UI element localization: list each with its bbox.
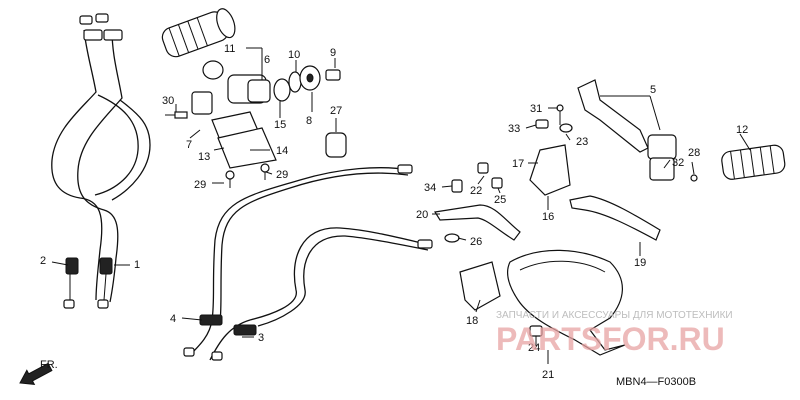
callout-20: 20 — [416, 209, 428, 221]
callout-25: 25 — [494, 194, 506, 206]
callout-18: 18 — [466, 315, 478, 327]
callout-15: 15 — [274, 119, 286, 131]
callout-17: 17 — [512, 158, 524, 170]
watermark-caption: ЗАПЧАСТИ И АКСЕССУАРЫ ДЛЯ МОТОТЕХНИКИ — [496, 310, 733, 321]
callout-13: 13 — [198, 151, 210, 163]
callout-29-left: 29 — [194, 179, 206, 191]
callout-12: 12 — [736, 124, 748, 136]
watermark: ЗАПЧАСТИ И АКСЕССУАРЫ ДЛЯ МОТОТЕХНИКИ PA… — [496, 310, 733, 357]
callout-23: 23 — [576, 136, 588, 148]
diagram-code: MBN4—F0300B — [616, 376, 696, 388]
callout-30: 30 — [162, 95, 174, 107]
callout-7: 7 — [186, 139, 192, 151]
callout-31: 31 — [530, 103, 542, 115]
front-label: FR. — [40, 359, 58, 371]
clutch-lever-assembly — [434, 104, 573, 243]
callout-34: 34 — [424, 182, 436, 194]
watermark-brand: PARTSFOR.RU — [496, 321, 725, 357]
front-arrow-icon — [19, 362, 53, 386]
callout-16: 16 — [542, 211, 554, 223]
callout-22: 22 — [470, 185, 482, 197]
callout-27: 27 — [330, 105, 342, 117]
callout-33: 33 — [508, 123, 520, 135]
throttle-cables — [51, 13, 151, 309]
callout-3: 3 — [258, 332, 264, 344]
callout-6: 6 — [264, 54, 270, 66]
callout-8: 8 — [306, 115, 312, 127]
callout-5: 5 — [650, 84, 656, 96]
callout-21: 21 — [542, 369, 554, 381]
hand-guard-assembly — [459, 249, 626, 356]
callout-1: 1 — [134, 259, 140, 271]
callout-2: 2 — [40, 255, 46, 267]
throttle-grip-assembly — [161, 8, 347, 188]
callout-9: 9 — [330, 47, 336, 59]
callout-11: 11 — [224, 43, 235, 55]
front-direction-indicator: FR. — [19, 359, 58, 386]
brake-lever-assembly — [569, 79, 786, 241]
leader-lines — [51, 47, 751, 364]
callout-26: 26 — [470, 236, 482, 248]
clutch-and-choke-cables — [183, 164, 433, 361]
callout-24: 24 — [528, 342, 540, 354]
callout-32: 32 — [672, 157, 684, 169]
callout-labels: 1 2 3 4 5 6 7 8 9 10 11 12 13 14 15 16 1… — [40, 43, 748, 381]
callout-28: 28 — [688, 147, 700, 159]
callout-10: 10 — [288, 49, 300, 61]
callout-29-right: 29 — [276, 169, 288, 181]
callout-4: 4 — [170, 313, 176, 325]
callout-14: 14 — [276, 145, 288, 157]
callout-19: 19 — [634, 257, 646, 269]
